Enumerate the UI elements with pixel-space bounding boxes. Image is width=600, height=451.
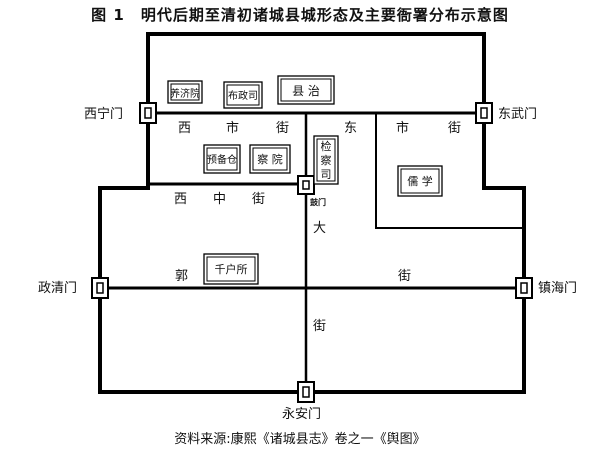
street-da-2: 街 [313, 319, 326, 334]
office-xianzhi: 县 治 [277, 75, 335, 105]
gate-west-ning [139, 102, 157, 124]
gate-east-wu [475, 102, 493, 124]
gate-label-zheng-qing: 政清门 [38, 281, 77, 296]
office-qianhu-label: 千户所 [215, 262, 248, 276]
office-yubei-label: 预备仓 [207, 153, 237, 166]
office-buzheng: 布政司 [223, 81, 263, 109]
street-guo-2: 街 [398, 269, 411, 284]
street-west-middle-2: 中 [213, 192, 226, 207]
office-cha-label: 察 院 [257, 152, 283, 166]
street-west-market-2: 市 [226, 120, 239, 136]
city-wall-outline [98, 32, 526, 394]
gate-zhen-hai [515, 277, 533, 299]
office-jiancha: 检 察 司 [313, 135, 339, 185]
street-da-1: 大 [313, 221, 326, 236]
office-yangji: 养济院 [167, 80, 203, 104]
figure-title: 图 1 明代后期至清初诸城县城形态及主要衙署分布示意图 [91, 6, 509, 24]
office-xianzhi-label: 县 治 [292, 84, 320, 98]
office-buzheng-label: 布政司 [228, 89, 258, 102]
gate-yong-an [297, 381, 315, 403]
office-jiancha-label-1: 检 [321, 139, 332, 153]
office-jiancha-label-3: 司 [321, 168, 332, 181]
office-ru-label: 儒 学 [407, 174, 433, 188]
street-west-middle-3: 街 [252, 192, 265, 207]
office-ru: 儒 学 [397, 165, 443, 197]
gate-gu [297, 175, 315, 195]
gate-label-east-wu: 东武门 [498, 107, 537, 122]
street-west-middle-1: 西 [174, 192, 187, 207]
street-west-market-3: 街 [276, 121, 289, 136]
office-yubei: 预备仓 [203, 144, 241, 174]
office-jiancha-label-2: 察 [321, 153, 332, 167]
street-east-market-3: 街 [448, 121, 461, 136]
confucian-school-enclosure [375, 113, 524, 229]
gate-label-west-ning: 西宁门 [84, 106, 123, 122]
source-caption: 资料来源:康熙《诸城县志》卷之一《舆图》 [174, 432, 426, 447]
gate-label-yong-an: 永安门 [282, 407, 321, 422]
street-east-market-2: 市 [396, 120, 409, 136]
office-yangji-label: 养济院 [170, 87, 200, 100]
gate-zheng-qing [91, 277, 109, 299]
street-guo-1: 郭 [175, 268, 188, 284]
office-qianhu: 千户所 [203, 253, 259, 285]
gate-label-zhen-hai: 镇海门 [538, 281, 577, 296]
office-cha: 察 院 [249, 144, 291, 174]
street-west-market-1: 西 [178, 121, 191, 136]
gate-label-gu: 鼓门 [310, 197, 326, 207]
street-east-market-1: 东 [344, 121, 357, 136]
